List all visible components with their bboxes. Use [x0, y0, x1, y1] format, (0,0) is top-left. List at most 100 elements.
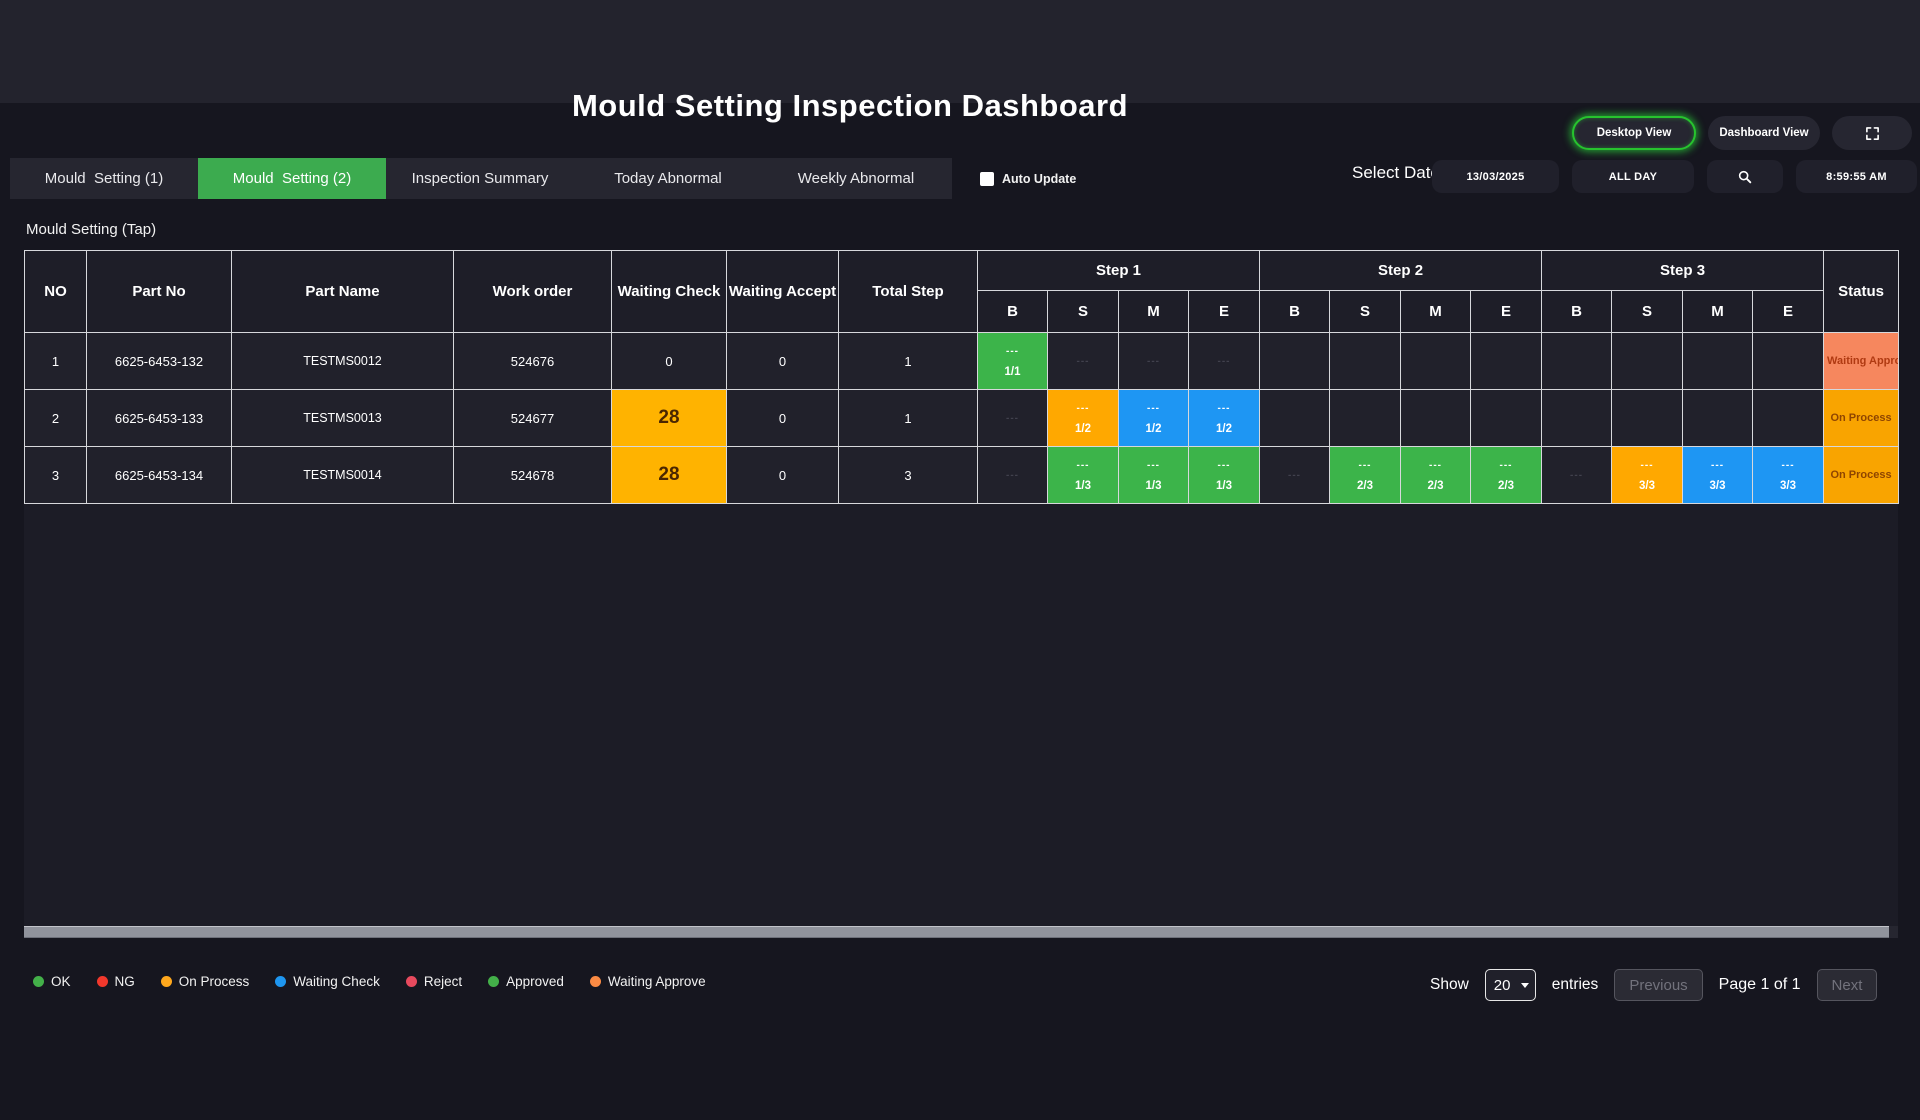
step-subcolumn-header-m: M — [1400, 290, 1472, 333]
status-badge: On Process — [1823, 389, 1900, 447]
tab-bar: Mould Setting (1) Mould Setting (2) Insp… — [10, 158, 952, 199]
horizontal-scrollbar[interactable] — [24, 926, 1898, 938]
step-cell-empty — [1400, 389, 1472, 447]
legend-item: On Process — [160, 974, 249, 989]
legend-item: Waiting Approve — [589, 974, 706, 989]
desktop-view-button[interactable]: Desktop View — [1572, 116, 1696, 150]
step-subcolumn-header-b: B — [1541, 290, 1613, 333]
column-header-part-name: Part Name — [231, 250, 454, 333]
step-cell-dash: --- — [1541, 446, 1613, 504]
auto-update-control[interactable]: Auto Update — [980, 158, 1076, 199]
cell-work-order: 524678 — [453, 446, 612, 504]
step-subcolumn-header-m: M — [1682, 290, 1754, 333]
cell-no: 3 — [24, 446, 87, 504]
legend-label: Waiting Approve — [607, 974, 706, 989]
step-cell-dash: --- — [1187, 332, 1261, 390]
legend-item: Approved — [488, 974, 564, 989]
tab-weekly-abnormal[interactable]: Weekly Abnormal — [797, 170, 915, 187]
step-cell-blue: ---3/3 — [1682, 446, 1754, 504]
step-group-header-1: Step 1 — [976, 250, 1261, 291]
legend-dot-icon — [96, 976, 108, 987]
step-cell-empty — [1541, 332, 1613, 390]
day-filter-button[interactable]: ALL DAY — [1572, 160, 1694, 193]
status-legend: OK NG On Process Waiting Check Reject Approve… — [33, 974, 706, 989]
step-cell-empty — [1400, 332, 1472, 390]
tab-inspection-summary[interactable]: Inspection Summary — [411, 170, 549, 187]
step-cell-empty — [1470, 332, 1543, 390]
legend-label: Reject — [423, 974, 463, 989]
column-header-waiting-check: Waiting Check — [611, 250, 727, 333]
step-cell-green: ---1/1 — [977, 332, 1048, 390]
column-header-no: NO — [24, 250, 87, 333]
legend-label: OK — [51, 974, 71, 989]
step-cell-green: ---1/3 — [1187, 446, 1261, 504]
step-cell-green: ---1/3 — [1047, 446, 1119, 504]
step-cell-empty — [1682, 332, 1754, 390]
legend-label: NG — [114, 974, 135, 989]
cell-part-no: 6625-6453-132 — [86, 332, 232, 390]
tab-mould-setting-2[interactable]: Mould Setting (2) — [198, 158, 386, 199]
tab-mould-setting-1[interactable]: Mould Setting (1) — [44, 170, 164, 187]
column-header-waiting-accept: Waiting Accept — [726, 250, 839, 333]
step-cell-empty — [1329, 332, 1402, 390]
step-subcolumn-header-b: B — [1259, 290, 1331, 333]
step-cell-dash: --- — [977, 389, 1048, 447]
step-cell-empty — [1541, 389, 1613, 447]
legend-item: Waiting Check — [275, 974, 380, 989]
step-cell-blue: ---3/3 — [1752, 446, 1825, 504]
select-date-label: Select Date — [1352, 163, 1440, 182]
step-subcolumn-header-b: B — [977, 290, 1048, 333]
cell-no: 1 — [24, 332, 87, 390]
step-cell-empty — [1470, 389, 1543, 447]
page-size-select-wrap[interactable]: 20 — [1484, 969, 1536, 1001]
step-group-header-2: Step 2 — [1259, 250, 1543, 291]
page-size-select[interactable]: 20 — [1485, 970, 1535, 1000]
step-cell-empty — [1682, 389, 1754, 447]
step-cell-orange: ---1/2 — [1047, 389, 1119, 447]
step-subcolumn-header-s: S — [1611, 290, 1684, 333]
clock-button[interactable]: 8:59:55 AM — [1796, 160, 1917, 193]
dashboard-view-button[interactable]: Dashboard View — [1708, 116, 1820, 150]
step-group-header-3: Step 3 — [1541, 250, 1825, 291]
auto-update-checkbox[interactable] — [980, 171, 994, 186]
status-badge: On Process — [1823, 446, 1900, 504]
legend-dot-icon — [160, 976, 172, 987]
column-header-work-order: Work order — [453, 250, 612, 333]
step-cell-empty — [1329, 389, 1402, 447]
legend-dot-icon — [33, 976, 44, 987]
previous-button[interactable]: Previous — [1614, 969, 1703, 1001]
tab-today-abnormal[interactable]: Today Abnormal — [614, 170, 722, 187]
cell-total-step: 3 — [838, 446, 978, 504]
cell-waiting-accept: 0 — [726, 332, 839, 390]
step-cell-green: ---2/3 — [1400, 446, 1472, 504]
legend-label: Approved — [506, 974, 564, 989]
legend-label: Waiting Check — [293, 974, 380, 989]
page-info: Page 1 of 1 — [1718, 976, 1801, 993]
legend-item: OK — [33, 974, 71, 989]
cell-waiting-accept: 0 — [726, 446, 839, 504]
legend-dot-icon — [275, 976, 287, 987]
legend-dot-icon — [405, 976, 417, 987]
search-button[interactable] — [1707, 160, 1783, 193]
step-subcolumn-header-m: M — [1118, 290, 1189, 333]
cell-part-name: TESTMS0013 — [231, 389, 454, 447]
next-button[interactable]: Next — [1816, 969, 1878, 1001]
column-header-part-no: Part No — [86, 250, 232, 333]
step-cell-dash: --- — [1259, 446, 1331, 504]
fullscreen-button[interactable] — [1832, 116, 1912, 150]
cell-part-name: TESTMS0012 — [231, 332, 454, 390]
entries-label: entries — [1551, 976, 1599, 993]
date-picker-button[interactable]: 13/03/2025 — [1432, 160, 1559, 193]
scrollbar-thumb[interactable] — [24, 926, 1889, 938]
legend-item: NG — [96, 974, 135, 989]
step-cell-dash: --- — [1047, 332, 1119, 390]
status-badge: Waiting Approve — [1823, 332, 1900, 390]
cell-part-no: 6625-6453-134 — [86, 446, 232, 504]
step-subcolumn-header-s: S — [1329, 290, 1402, 333]
step-cell-orange: ---3/3 — [1611, 446, 1684, 504]
